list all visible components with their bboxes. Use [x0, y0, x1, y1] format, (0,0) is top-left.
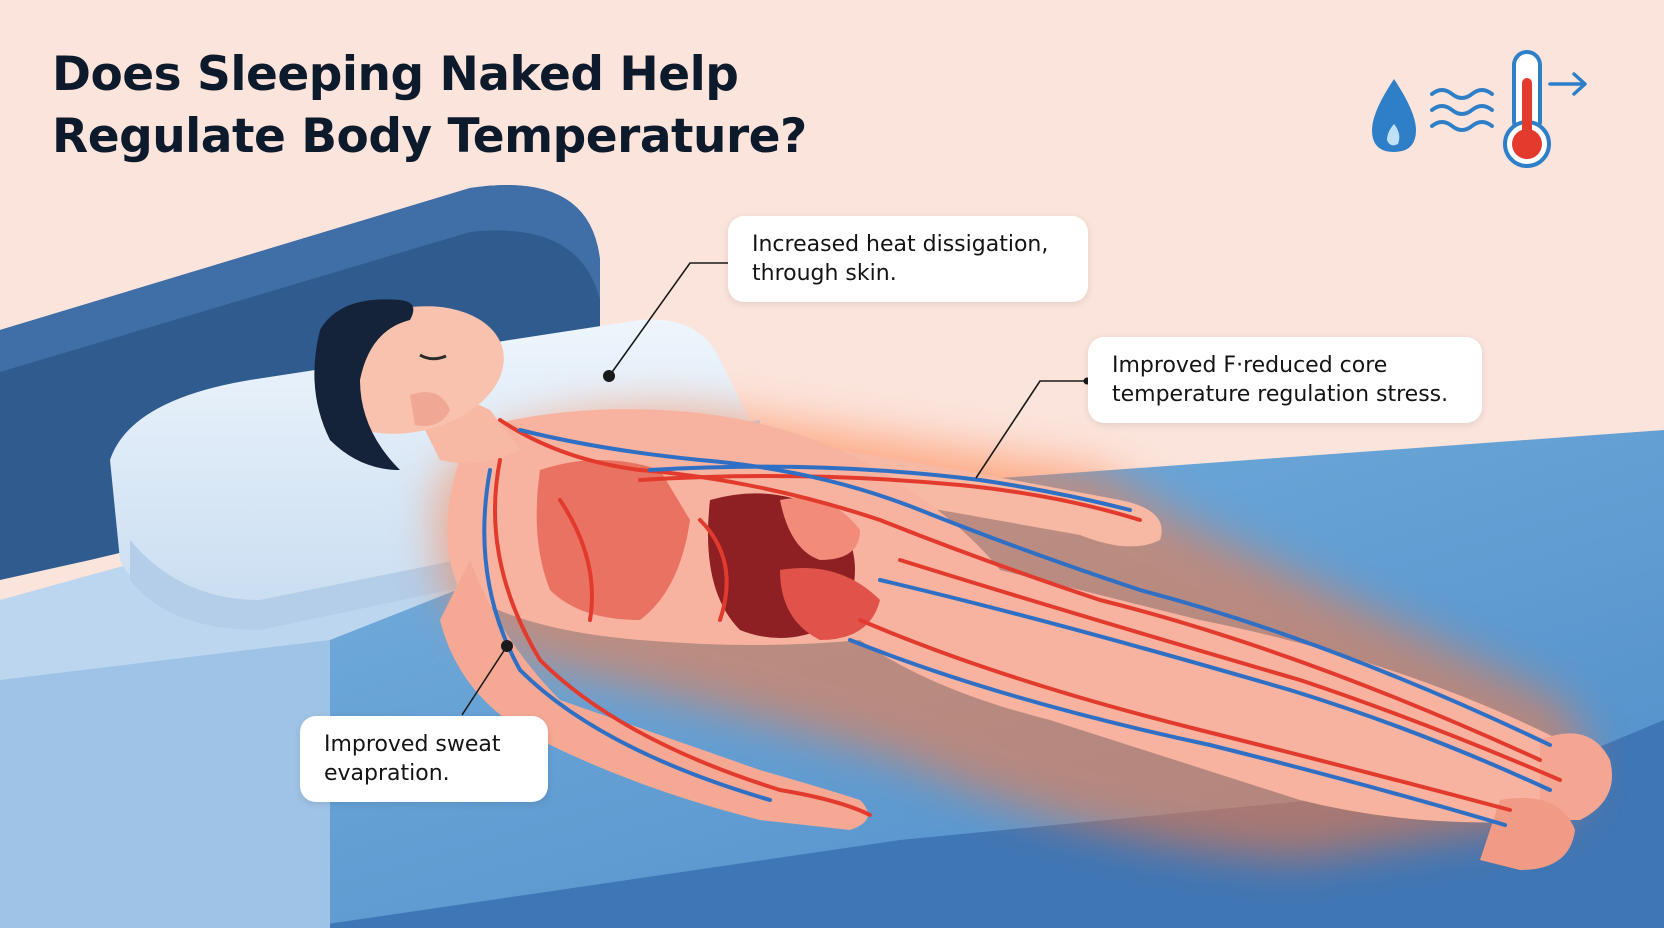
water-drop-icon [1372, 79, 1416, 152]
callout-sweat-line-1: Improved sweat [324, 732, 501, 757]
near-arm [440, 560, 868, 830]
page-title: Does Sleeping Naked Help Regulate Body T… [52, 44, 807, 168]
leader-dot-heat [603, 370, 615, 382]
mattress-side [0, 640, 330, 928]
pillow-shadow [130, 480, 740, 630]
veins [482, 428, 1552, 827]
thermometer-icon [1503, 50, 1551, 168]
callout-heat-dissipation: Increased heat dissigation, through skin… [728, 216, 1088, 302]
foot-near [1480, 798, 1575, 870]
callout-sweat-line-2: evapration. [324, 761, 450, 786]
pillow [110, 319, 760, 612]
feet [1540, 733, 1612, 820]
arrow-right-icon [1548, 72, 1587, 96]
lungs [536, 460, 690, 620]
callout-sweat-evaporation: Improved sweat evapration. [300, 716, 548, 802]
arteries [493, 418, 1562, 817]
ear [410, 392, 450, 426]
callout-core-line-1: Improved F·reduced core [1112, 353, 1388, 378]
hair [314, 299, 414, 470]
stomach [780, 498, 860, 560]
closed-eye [419, 353, 447, 361]
heat-waves-icon [1430, 88, 1494, 132]
leader-lines [461, 262, 1087, 716]
callout-heat-line-2: through skin. [752, 261, 897, 286]
intestines [780, 568, 880, 640]
callout-core-line-2: temperature regulation stress. [1112, 382, 1449, 407]
callout-core-temperature: Improved F·reduced core temperature regu… [1088, 337, 1482, 423]
headboard-edge [0, 185, 600, 372]
callout-heat-line-1: Increased heat dissigation, [752, 232, 1049, 257]
title-line-1: Does Sleeping Naked Help [52, 47, 739, 102]
temperature-icons [1372, 50, 1587, 168]
title-line-2: Regulate Body Temperature? [52, 109, 807, 164]
leader-dot-sweat [501, 640, 513, 652]
